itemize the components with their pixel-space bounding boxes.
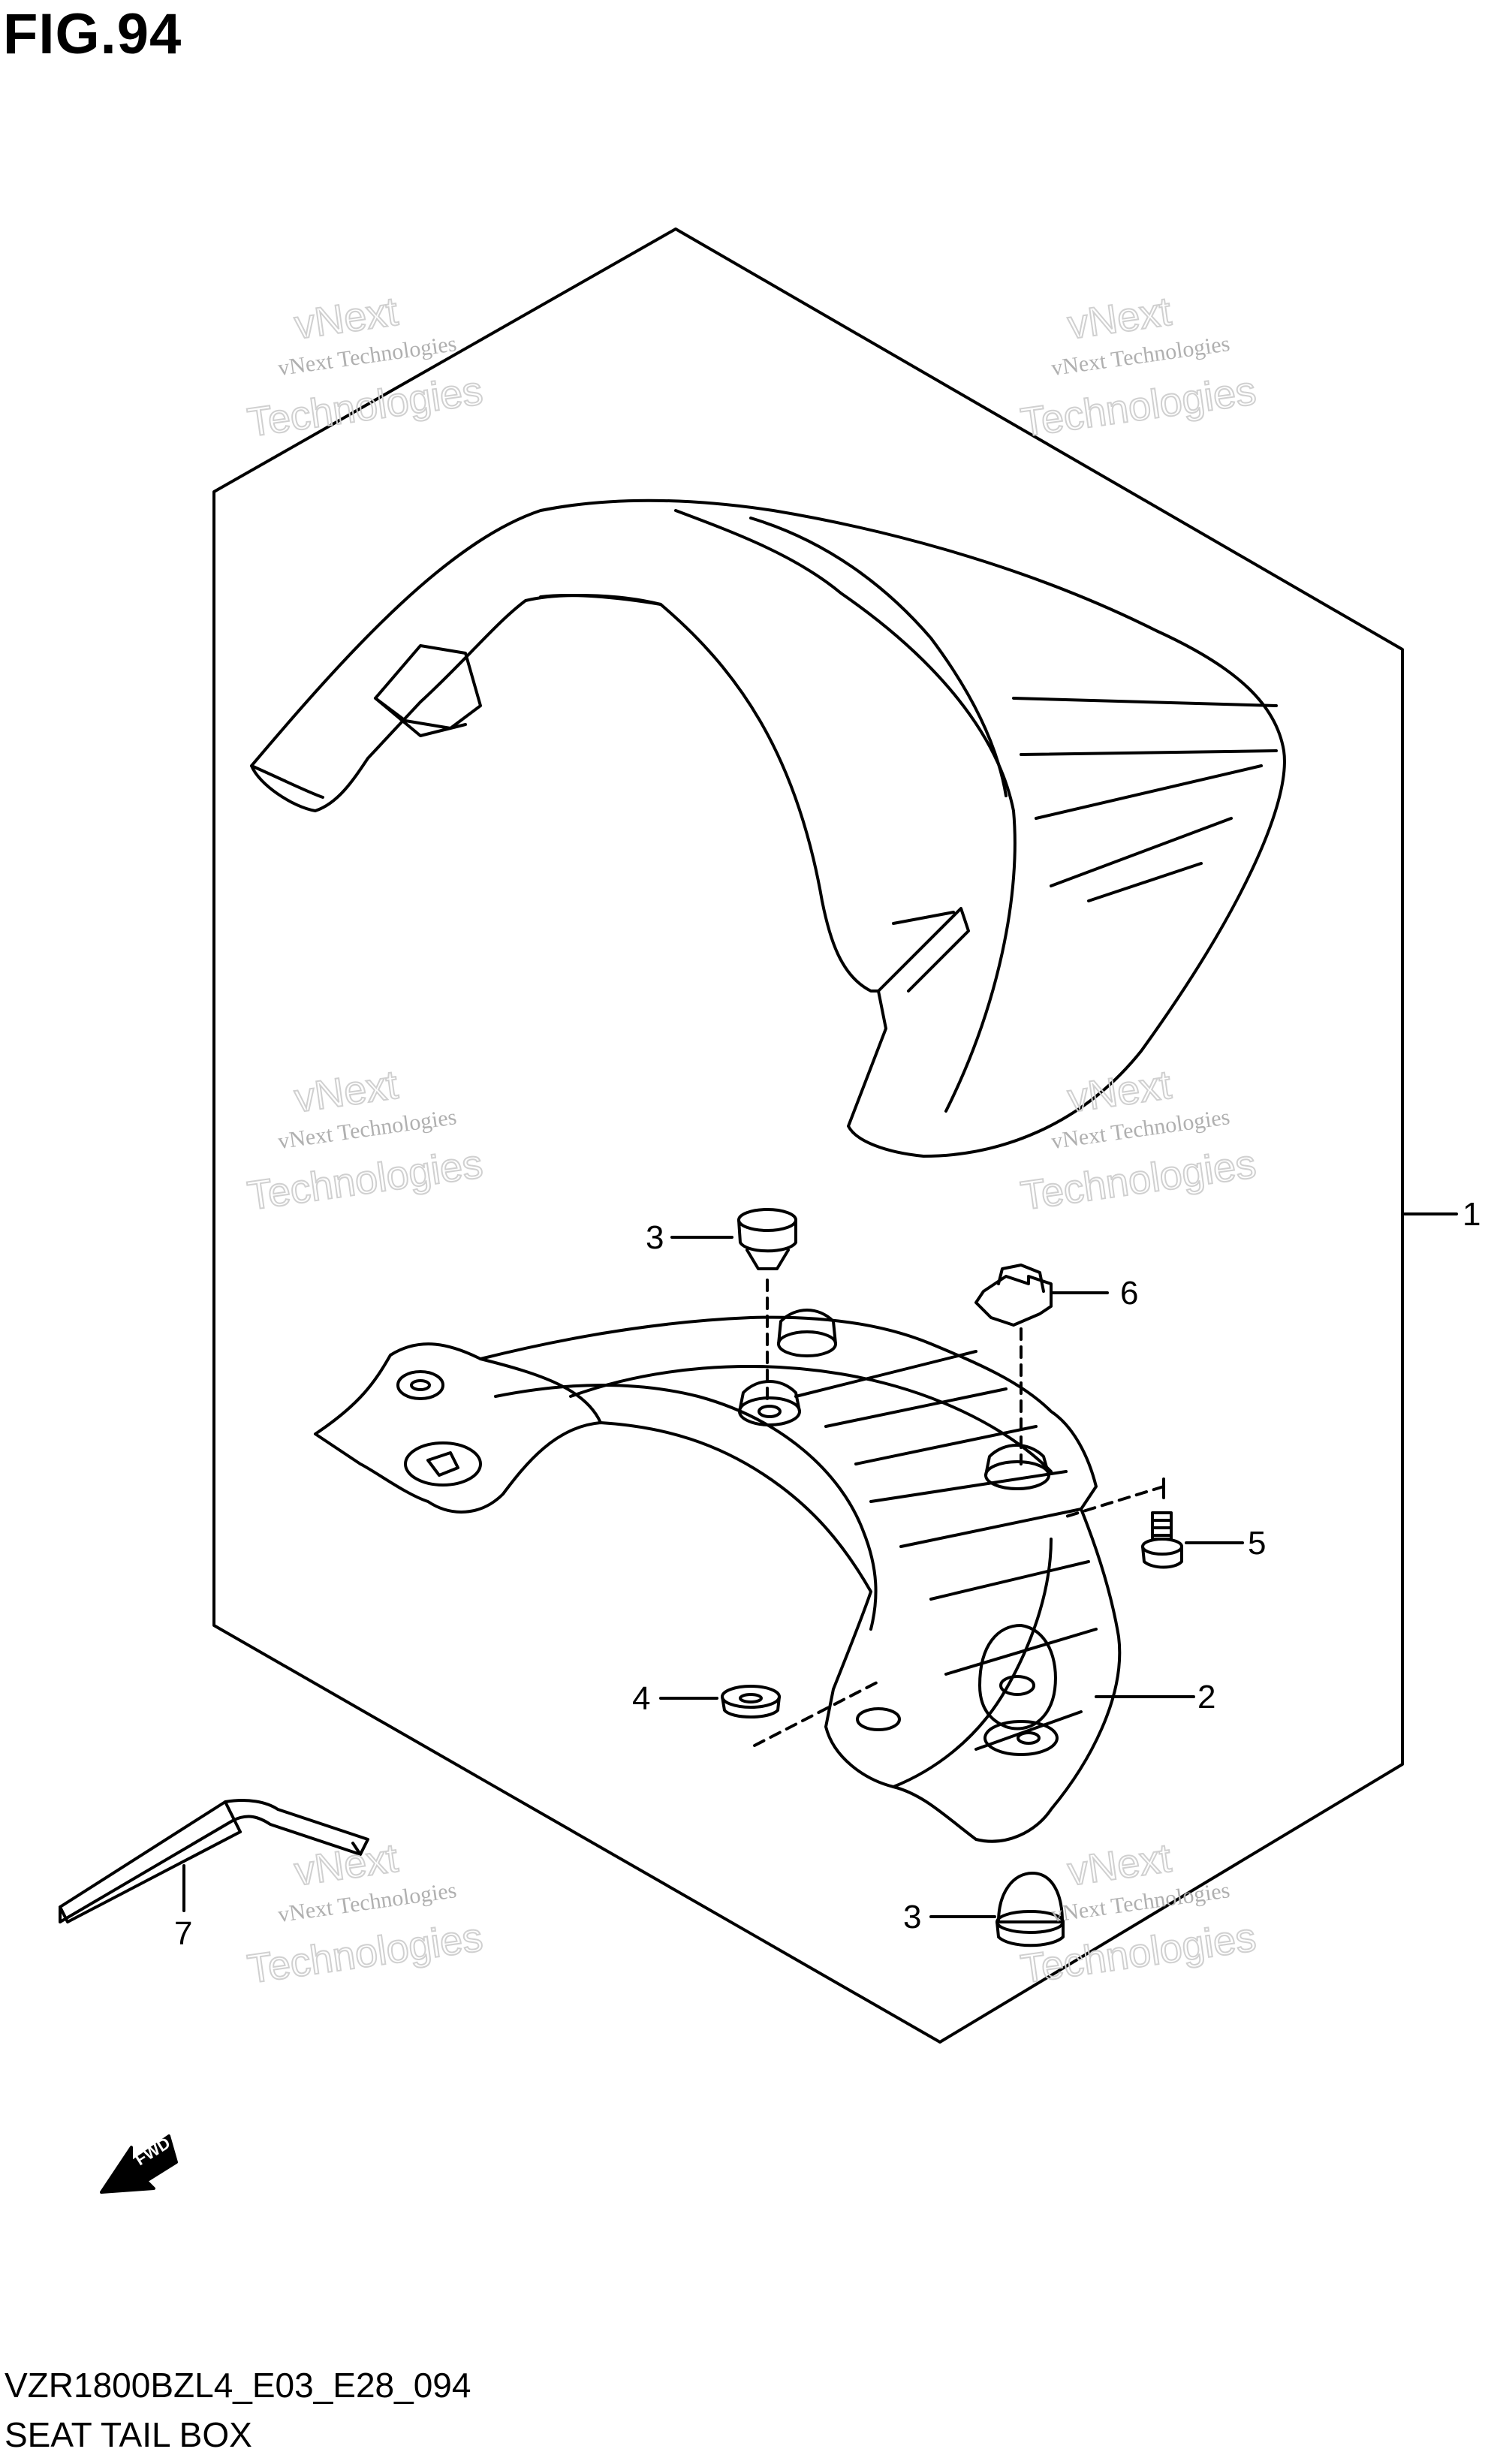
callout-7: 7 (174, 1915, 192, 1952)
watermark-mid-right: vNext Technologies vNext Technologies (1017, 1062, 1260, 1220)
watermark-text: vNext (1065, 289, 1174, 348)
watermark-bottom-left: vNext Technologies vNext Technologies (244, 1835, 486, 1993)
figure-title: FIG.94 (3, 2, 182, 66)
callout-2: 2 (1197, 1679, 1215, 1715)
callout-1: 1 (1462, 1196, 1480, 1233)
figure-caption: SEAT TAIL BOX (5, 2415, 252, 2454)
grommet-small (721, 1680, 880, 1747)
callout-3-top: 3 (646, 1219, 664, 1256)
grommet-top (737, 1208, 797, 1405)
nut-clip (974, 1264, 1053, 1465)
model-code: VZR1800BZL4_E03_E28_094 (5, 2366, 471, 2405)
watermark-text: vNext (292, 1836, 401, 1895)
assembly-boundary (212, 227, 1404, 2044)
grommet-bottom (996, 1872, 1065, 1947)
watermark-bottom-right: vNext Technologies vNext Technologies (1017, 1835, 1260, 1993)
watermark-text: vNext (1065, 1062, 1174, 1122)
hex-wrench (59, 1799, 369, 1923)
bolt (1065, 1477, 1183, 1569)
seat-tail-bracket (314, 1309, 1122, 1843)
callout-4: 4 (632, 1680, 650, 1717)
watermark-text: vNext (292, 289, 401, 348)
watermark-text: vNext (292, 1062, 401, 1122)
watermark-mid-left: vNext Technologies vNext Technologies (244, 1062, 486, 1220)
watermark-top-left: vNext Technologies vNext Technologies (244, 288, 486, 447)
callout-6: 6 (1120, 1275, 1138, 1312)
seat-tail-cover (250, 499, 1286, 1158)
fwd-arrow (100, 2134, 178, 2194)
watermark-text: vNext (1065, 1836, 1174, 1895)
callout-5: 5 (1248, 1525, 1266, 1562)
callout-3-bottom: 3 (903, 1899, 921, 1935)
watermark-top-right: vNext Technologies vNext Technologies (1017, 288, 1260, 447)
